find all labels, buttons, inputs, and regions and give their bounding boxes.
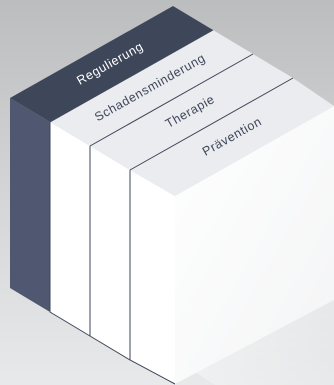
layer-regulierung-front [10,98,50,312]
layer-therapie-front [90,146,130,360]
layer-praevention-front [130,170,175,384]
layer-schadensminderung-front [50,122,90,336]
